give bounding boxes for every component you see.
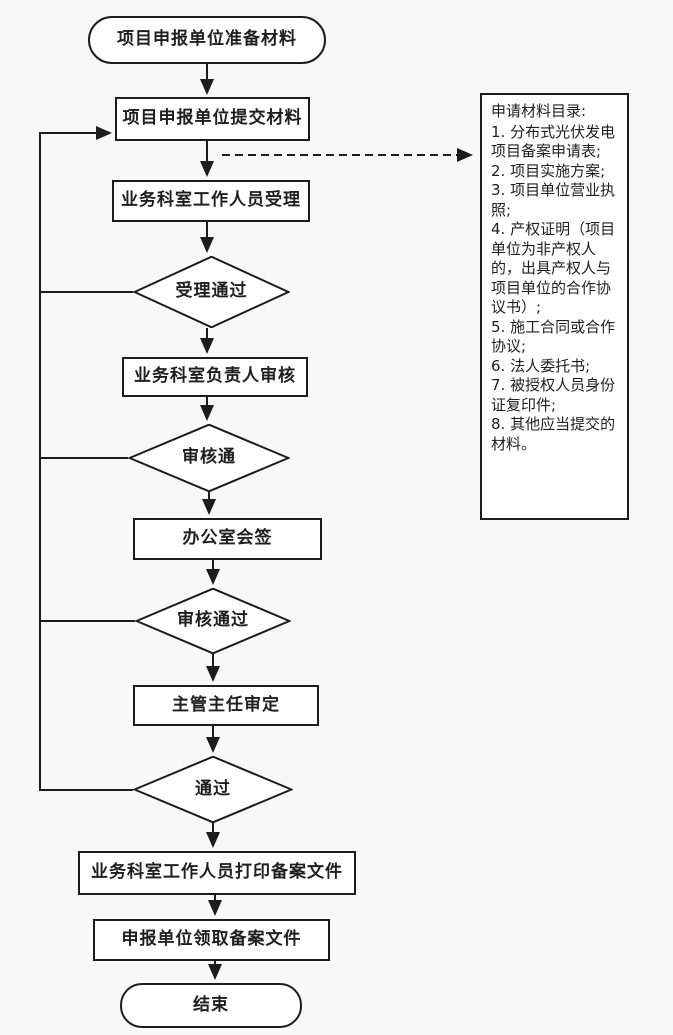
node-decision-review: 审核通 <box>128 424 290 492</box>
node-receive-label: 申报单位领取备案文件 <box>121 929 302 950</box>
materials-item: 6. 法人委托书; <box>491 356 591 375</box>
decision-review-label: 审核通 <box>182 447 236 468</box>
node-accept-label: 业务科室工作人员受理 <box>121 190 301 211</box>
node-director-label: 主管主任审定 <box>172 694 280 715</box>
node-start: 项目申报单位准备材料 <box>88 16 326 64</box>
materials-item: 1. 分布式光伏发电项目备案申请表; <box>491 122 616 161</box>
materials-checklist-box: 申请材料目录: 1. 分布式光伏发电项目备案申请表; 2. 项目实施方案; 3.… <box>480 93 629 520</box>
materials-title: 申请材料目录: <box>491 102 587 120</box>
materials-item: 5. 施工合同或合作协议; <box>491 317 616 356</box>
decision-final-label: 通过 <box>195 778 231 799</box>
materials-item: 7. 被授权人员身份证复印件; <box>491 376 616 414</box>
diamond-shape <box>135 588 291 654</box>
node-countersign-label: 办公室会签 <box>182 528 273 549</box>
node-decision-final: 通过 <box>133 756 293 823</box>
node-decision-countersign: 审核通过 <box>135 588 291 654</box>
node-office-countersign: 办公室会签 <box>133 518 322 560</box>
node-submit-label: 项目申报单位提交材料 <box>122 108 303 129</box>
diamond-shape <box>128 424 290 492</box>
decision-countersign-label: 审核通过 <box>177 610 249 631</box>
node-print-label: 业务科室工作人员打印备案文件 <box>91 862 343 883</box>
diamond-shape <box>133 756 293 823</box>
node-end: 结束 <box>120 983 302 1028</box>
node-head-review: 业务科室负责人审核 <box>122 357 308 397</box>
diamond-shape <box>133 256 290 328</box>
node-submit-materials: 项目申报单位提交材料 <box>115 97 310 141</box>
node-print-filing: 业务科室工作人员打印备案文件 <box>78 851 356 895</box>
materials-item: 8. 其他应当提交的材料。 <box>491 415 616 453</box>
node-receive-filing: 申报单位领取备案文件 <box>93 919 330 961</box>
edge-feedback-main <box>39 126 133 791</box>
node-start-label: 项目申报单位准备材料 <box>117 29 297 50</box>
node-director-approve: 主管主任审定 <box>133 685 319 726</box>
materials-item: 4. 产权证明（项目单位为非产权人的，出具产权人与项目单位的合作协议书）; <box>491 220 616 316</box>
decision-accept-label: 受理通过 <box>175 281 248 302</box>
node-staff-accept: 业务科室工作人员受理 <box>112 180 310 222</box>
node-end-label: 结束 <box>193 994 229 1015</box>
materials-item: 3. 项目单位营业执照; <box>491 181 616 219</box>
node-review-label: 业务科室负责人审核 <box>134 366 296 387</box>
node-decision-accept: 受理通过 <box>133 256 290 328</box>
materials-item: 2. 项目实施方案; <box>491 161 606 180</box>
